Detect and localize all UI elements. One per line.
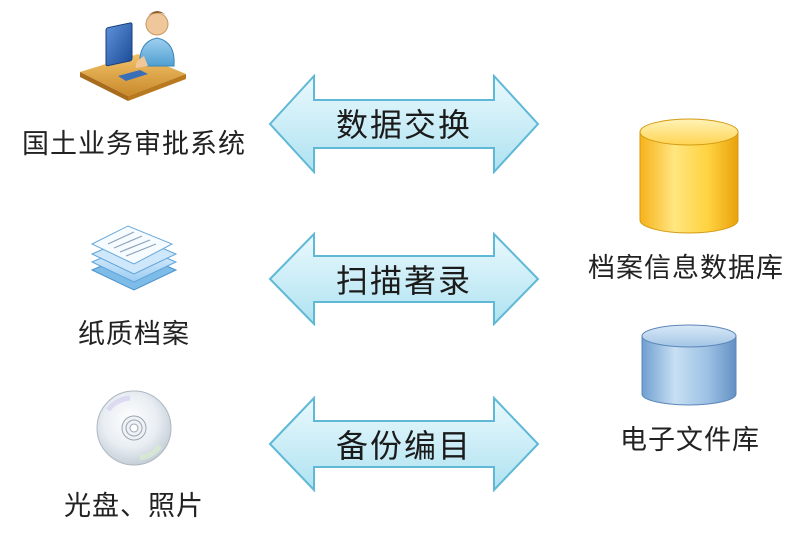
double-arrow-scan-catalog: [268, 232, 540, 326]
blue-database-cylinder-icon: [638, 322, 740, 408]
arrow-label-scan-catalog: 扫描著录: [335, 262, 472, 300]
double-arrow-backup-catalog: [268, 396, 540, 492]
yellow-database-cylinder-icon: [636, 116, 742, 236]
left-node-label-approval-system: 国土业务审批系统: [22, 129, 246, 160]
paper-stack-icon: [88, 220, 180, 295]
cd-disc-icon: [94, 388, 174, 468]
double-arrow-data-exchange: [268, 74, 540, 174]
arrow-label-backup-catalog: 备份编目: [335, 427, 472, 465]
right-node-label-archive-database: 档案信息数据库: [588, 253, 784, 284]
left-node-label-paper-archive: 纸质档案: [78, 319, 190, 350]
left-node-label-cd-photos: 光盘、照片: [64, 491, 204, 522]
computer-user-icon: [78, 4, 188, 104]
right-node-label-electronic-file-library: 电子文件库: [620, 425, 760, 456]
arrow-label-data-exchange: 数据交换: [335, 106, 472, 144]
